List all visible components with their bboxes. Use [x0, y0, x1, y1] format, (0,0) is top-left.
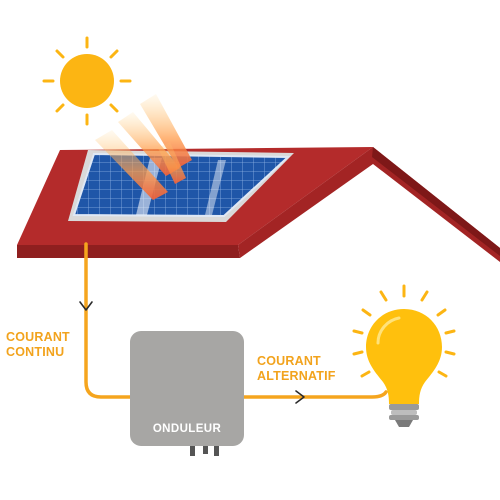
- alternating-current-label-line1: COURANT: [257, 354, 321, 368]
- alternating-current-label-line2: ALTERNATIF: [257, 369, 336, 383]
- arrow-icon: [79, 301, 305, 404]
- light-bulb-icon: [352, 284, 456, 427]
- bulb-glow: [352, 284, 456, 378]
- light-rays: [95, 94, 192, 200]
- direct-current-label-line1: COURANT: [6, 330, 70, 344]
- inverter-label: ONDULEUR: [152, 423, 222, 435]
- alternating-current-label: COURANT ALTERNATIF: [257, 354, 336, 384]
- inverter-icon: [130, 331, 244, 456]
- direct-current-label-line2: CONTINU: [6, 345, 65, 359]
- direct-current-label: COURANT CONTINU: [6, 330, 70, 360]
- sun-icon: [42, 36, 132, 126]
- wires: [84, 242, 388, 399]
